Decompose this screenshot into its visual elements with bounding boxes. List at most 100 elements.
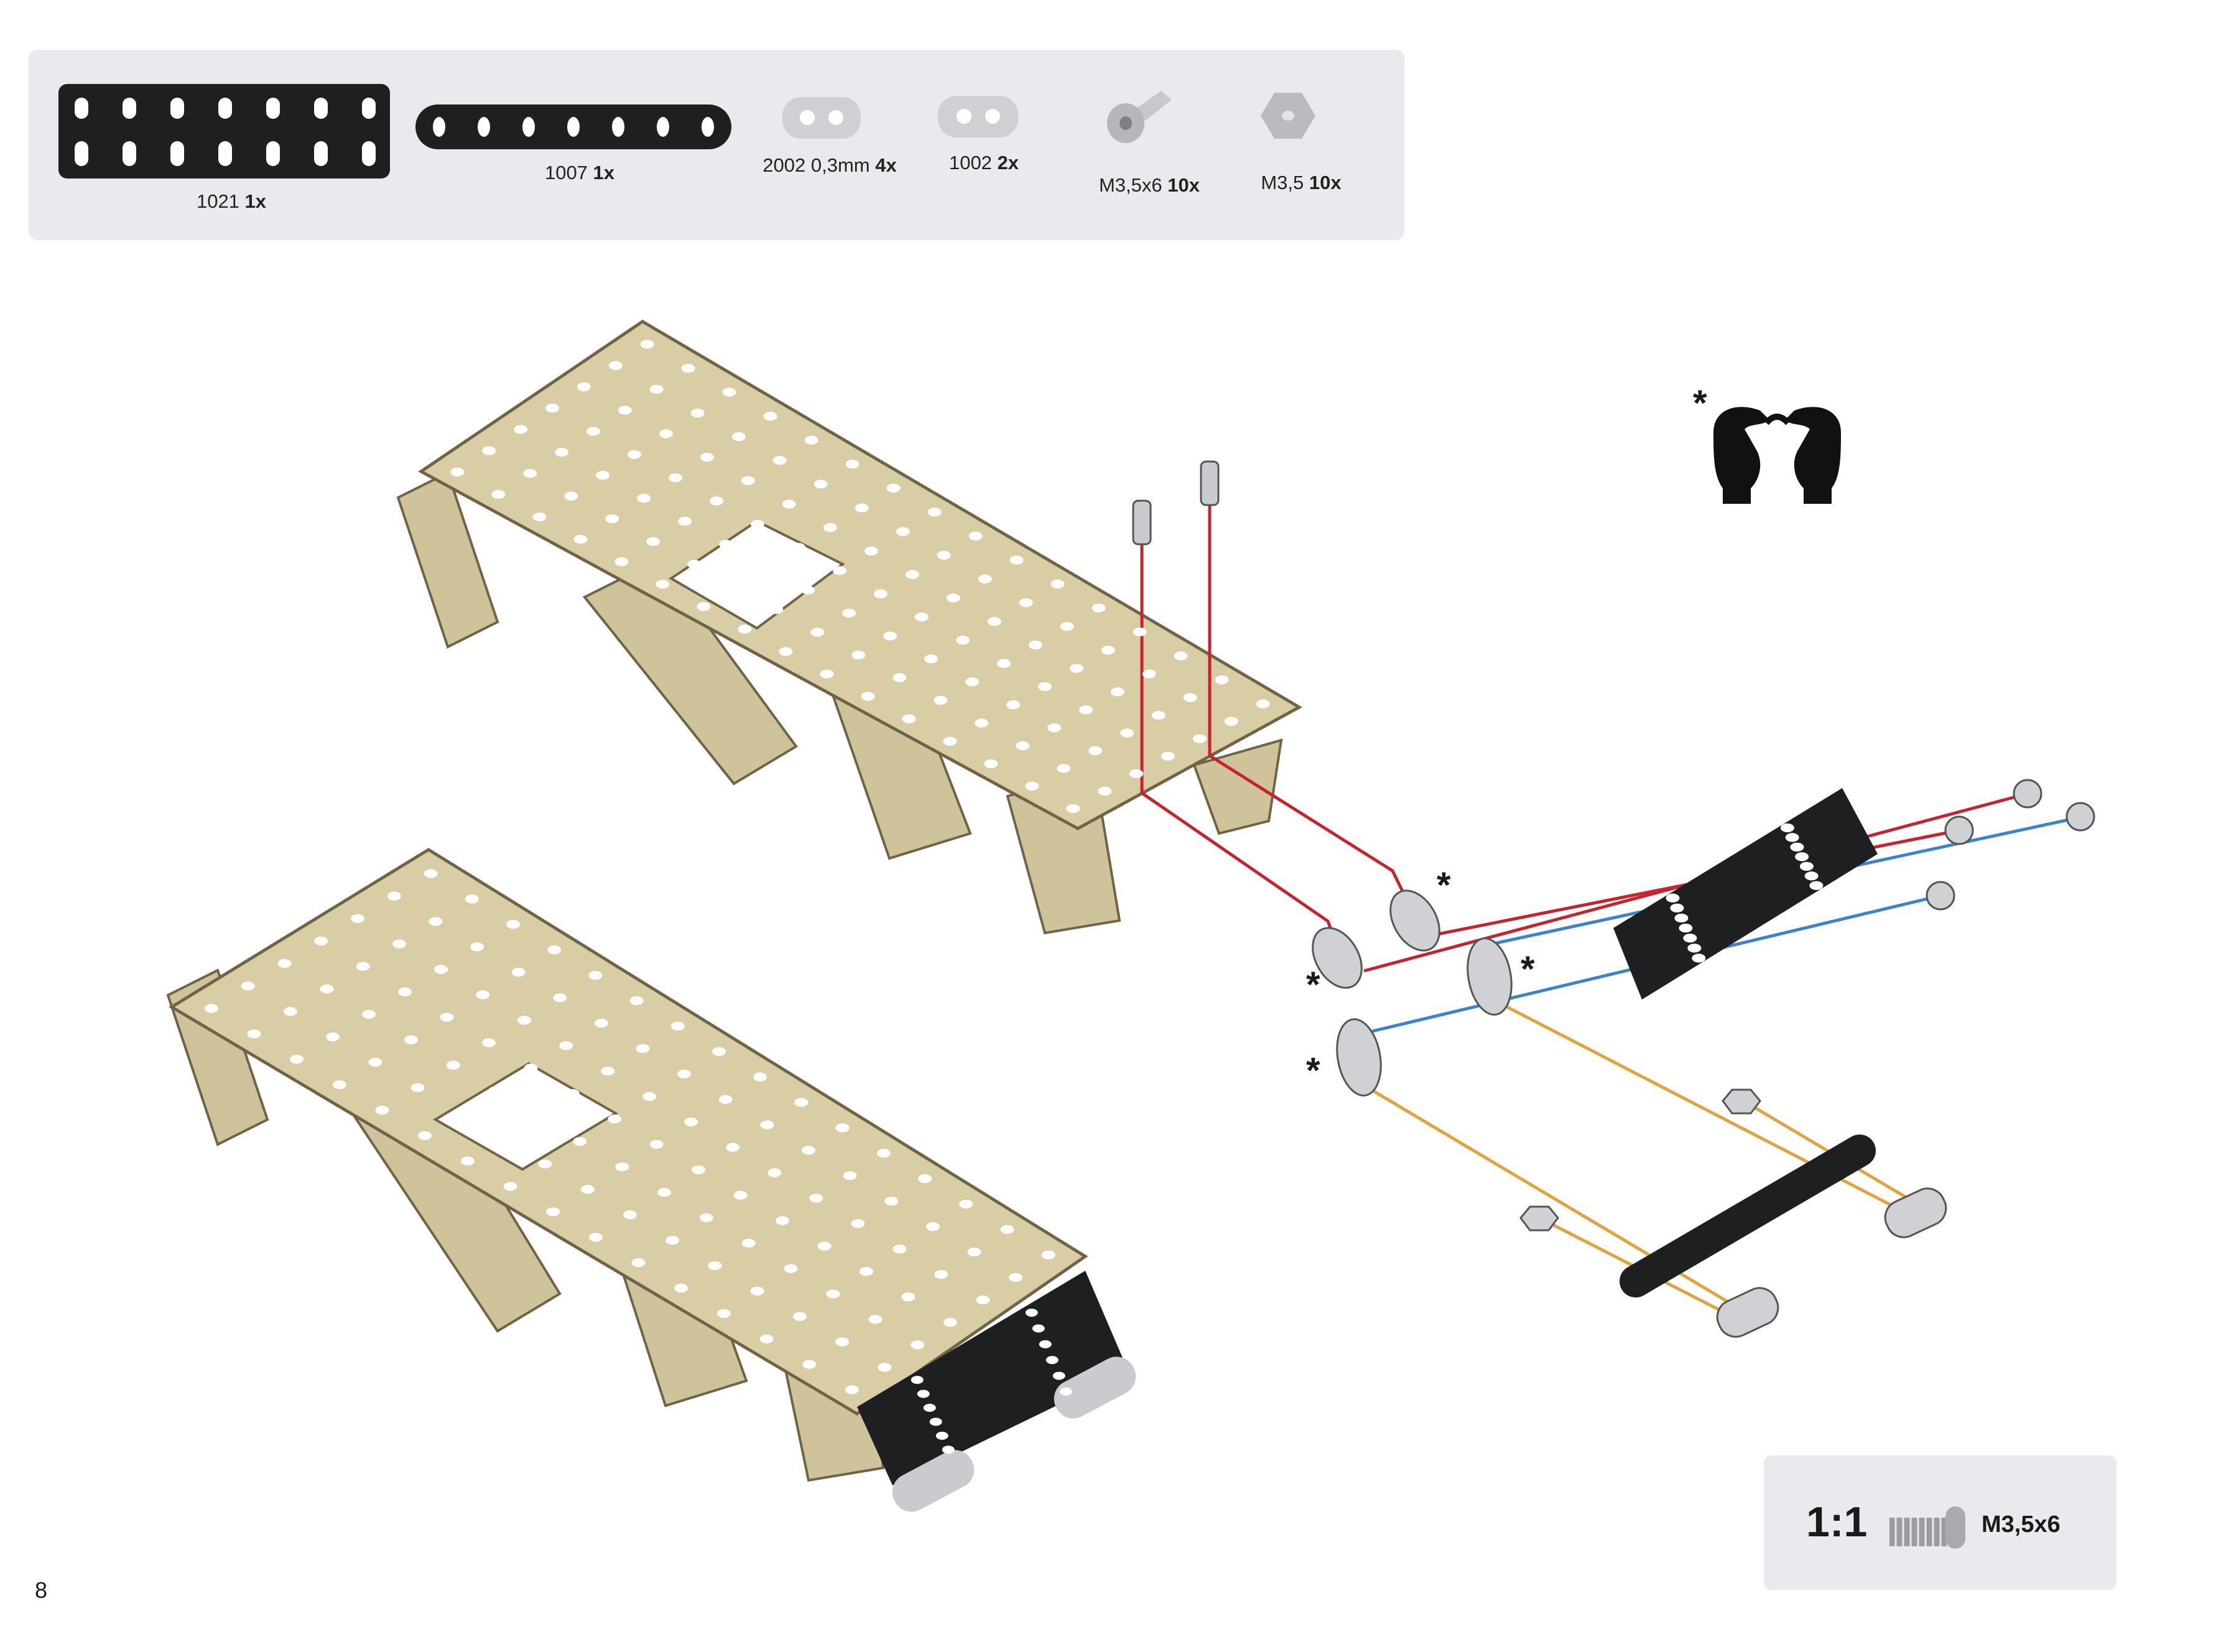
parts-list-panel: 1021 1x 1007 1x 2002 0,3mm 4x 1002 2x M3… [29, 50, 1404, 240]
plate-hole [1045, 1356, 1059, 1365]
plate-hole [760, 562, 774, 572]
plate-hole [741, 1238, 756, 1248]
plate-hole [733, 1190, 748, 1200]
screw-icon [1107, 91, 1172, 143]
plate-hole [601, 1066, 615, 1076]
plate-hole [911, 1340, 925, 1350]
part-qty: 10x [1167, 174, 1200, 196]
plate-hole [629, 996, 644, 1006]
plate-hole [410, 1083, 425, 1092]
plate-hole [678, 516, 692, 526]
plate-hole [586, 427, 600, 436]
angle-bracket [1467, 937, 1513, 1016]
plate-hole [1133, 627, 1147, 637]
part-code: M3,5x6 [1098, 174, 1162, 196]
plate-hole [623, 1210, 637, 1220]
plate-hole [896, 527, 910, 536]
asterisk-marker: * [1437, 865, 1451, 906]
plate-hole [453, 1108, 467, 1118]
plate-hole [978, 574, 992, 584]
plate-hole [901, 1292, 916, 1302]
plate-hole [779, 647, 793, 656]
part-label-1021: 1021 1x [197, 190, 266, 213]
plate-hole [826, 1289, 840, 1299]
plate-hole [794, 1098, 809, 1107]
plate-hole [523, 468, 537, 478]
plate-hole [564, 491, 578, 501]
plate-hole [722, 387, 736, 397]
plate-hole [699, 1213, 713, 1222]
plate-hole [782, 499, 796, 509]
plate-hole [517, 1016, 532, 1025]
plate-hole [997, 659, 1011, 668]
perforated-strip-1007 [1620, 1135, 1876, 1297]
plate-hole [968, 531, 983, 541]
plate-hole [1692, 954, 1706, 963]
plate-hole [975, 718, 989, 728]
plate-hole [1025, 1308, 1038, 1317]
plate-hole [1088, 746, 1103, 756]
plate-hole [1670, 903, 1684, 913]
plate-hole [608, 361, 623, 370]
plate-hole [482, 446, 496, 455]
part-qty: 10x [1309, 172, 1342, 193]
plate-hole [687, 559, 702, 569]
side-bracket [1192, 738, 1283, 835]
plate-hole [1110, 687, 1124, 697]
screw-head [2065, 802, 2095, 832]
plate-hole [792, 542, 805, 552]
angle-bracket [1336, 1018, 1382, 1097]
plate-hole [532, 512, 547, 522]
plate-hole [546, 1207, 560, 1217]
plate-hole [488, 1086, 503, 1095]
plate-hole [681, 363, 695, 373]
plate-hole [1674, 913, 1689, 923]
plate-hole [942, 1446, 955, 1454]
plate-hole [823, 523, 837, 532]
plate-hole [923, 1403, 936, 1412]
plate-hole [1047, 723, 1062, 733]
plate-hole [967, 1247, 981, 1257]
top-plate [169, 848, 1088, 1416]
plate-hole [496, 1134, 510, 1143]
plate-hole [665, 1235, 680, 1245]
plate-hole [845, 1385, 859, 1394]
plate-hole [434, 965, 448, 974]
plate-hole [956, 636, 970, 645]
plate-hole [959, 1199, 973, 1209]
plate-hole [943, 736, 957, 746]
plate-hole [817, 1241, 832, 1251]
plate-hole [1000, 1225, 1014, 1234]
plate-hole [859, 1267, 873, 1276]
plate-hole [835, 1123, 850, 1133]
asterisk-marker: * [1306, 965, 1320, 1005]
plate-hole [531, 1111, 545, 1121]
plate-hole [398, 987, 412, 996]
plate-hole [884, 1197, 899, 1206]
double-hole-bracket-icon [938, 96, 1018, 137]
plate-hole [1224, 717, 1238, 726]
plate-hole [1785, 833, 1799, 842]
plate-hole [1795, 852, 1809, 861]
part-label-2002: 2002 0,3mm 4x [763, 154, 896, 177]
plate-hole [726, 1143, 740, 1152]
plate-hole [767, 1168, 782, 1177]
plate-hole [769, 605, 784, 615]
part-code: M3,5 [1261, 172, 1304, 193]
part-code: 1002 [948, 152, 992, 174]
plate-hole [418, 1131, 432, 1140]
plate-hole [708, 1261, 722, 1270]
scale-part-name: M3,5x6 [1982, 1511, 2061, 1538]
plate-hole [759, 1334, 774, 1343]
plate-hole [965, 677, 980, 687]
plate-hole [332, 1080, 346, 1090]
plate-hole [1009, 555, 1024, 565]
perforated-plate-1021 [1613, 788, 1878, 1000]
plate-hole [1028, 640, 1042, 650]
plate-hole [784, 1264, 798, 1273]
plate-hole [1687, 944, 1702, 953]
plate-hole [1215, 675, 1229, 685]
plate-hole [514, 425, 528, 434]
plate-hole [843, 1171, 857, 1181]
top-plate [418, 320, 1303, 830]
